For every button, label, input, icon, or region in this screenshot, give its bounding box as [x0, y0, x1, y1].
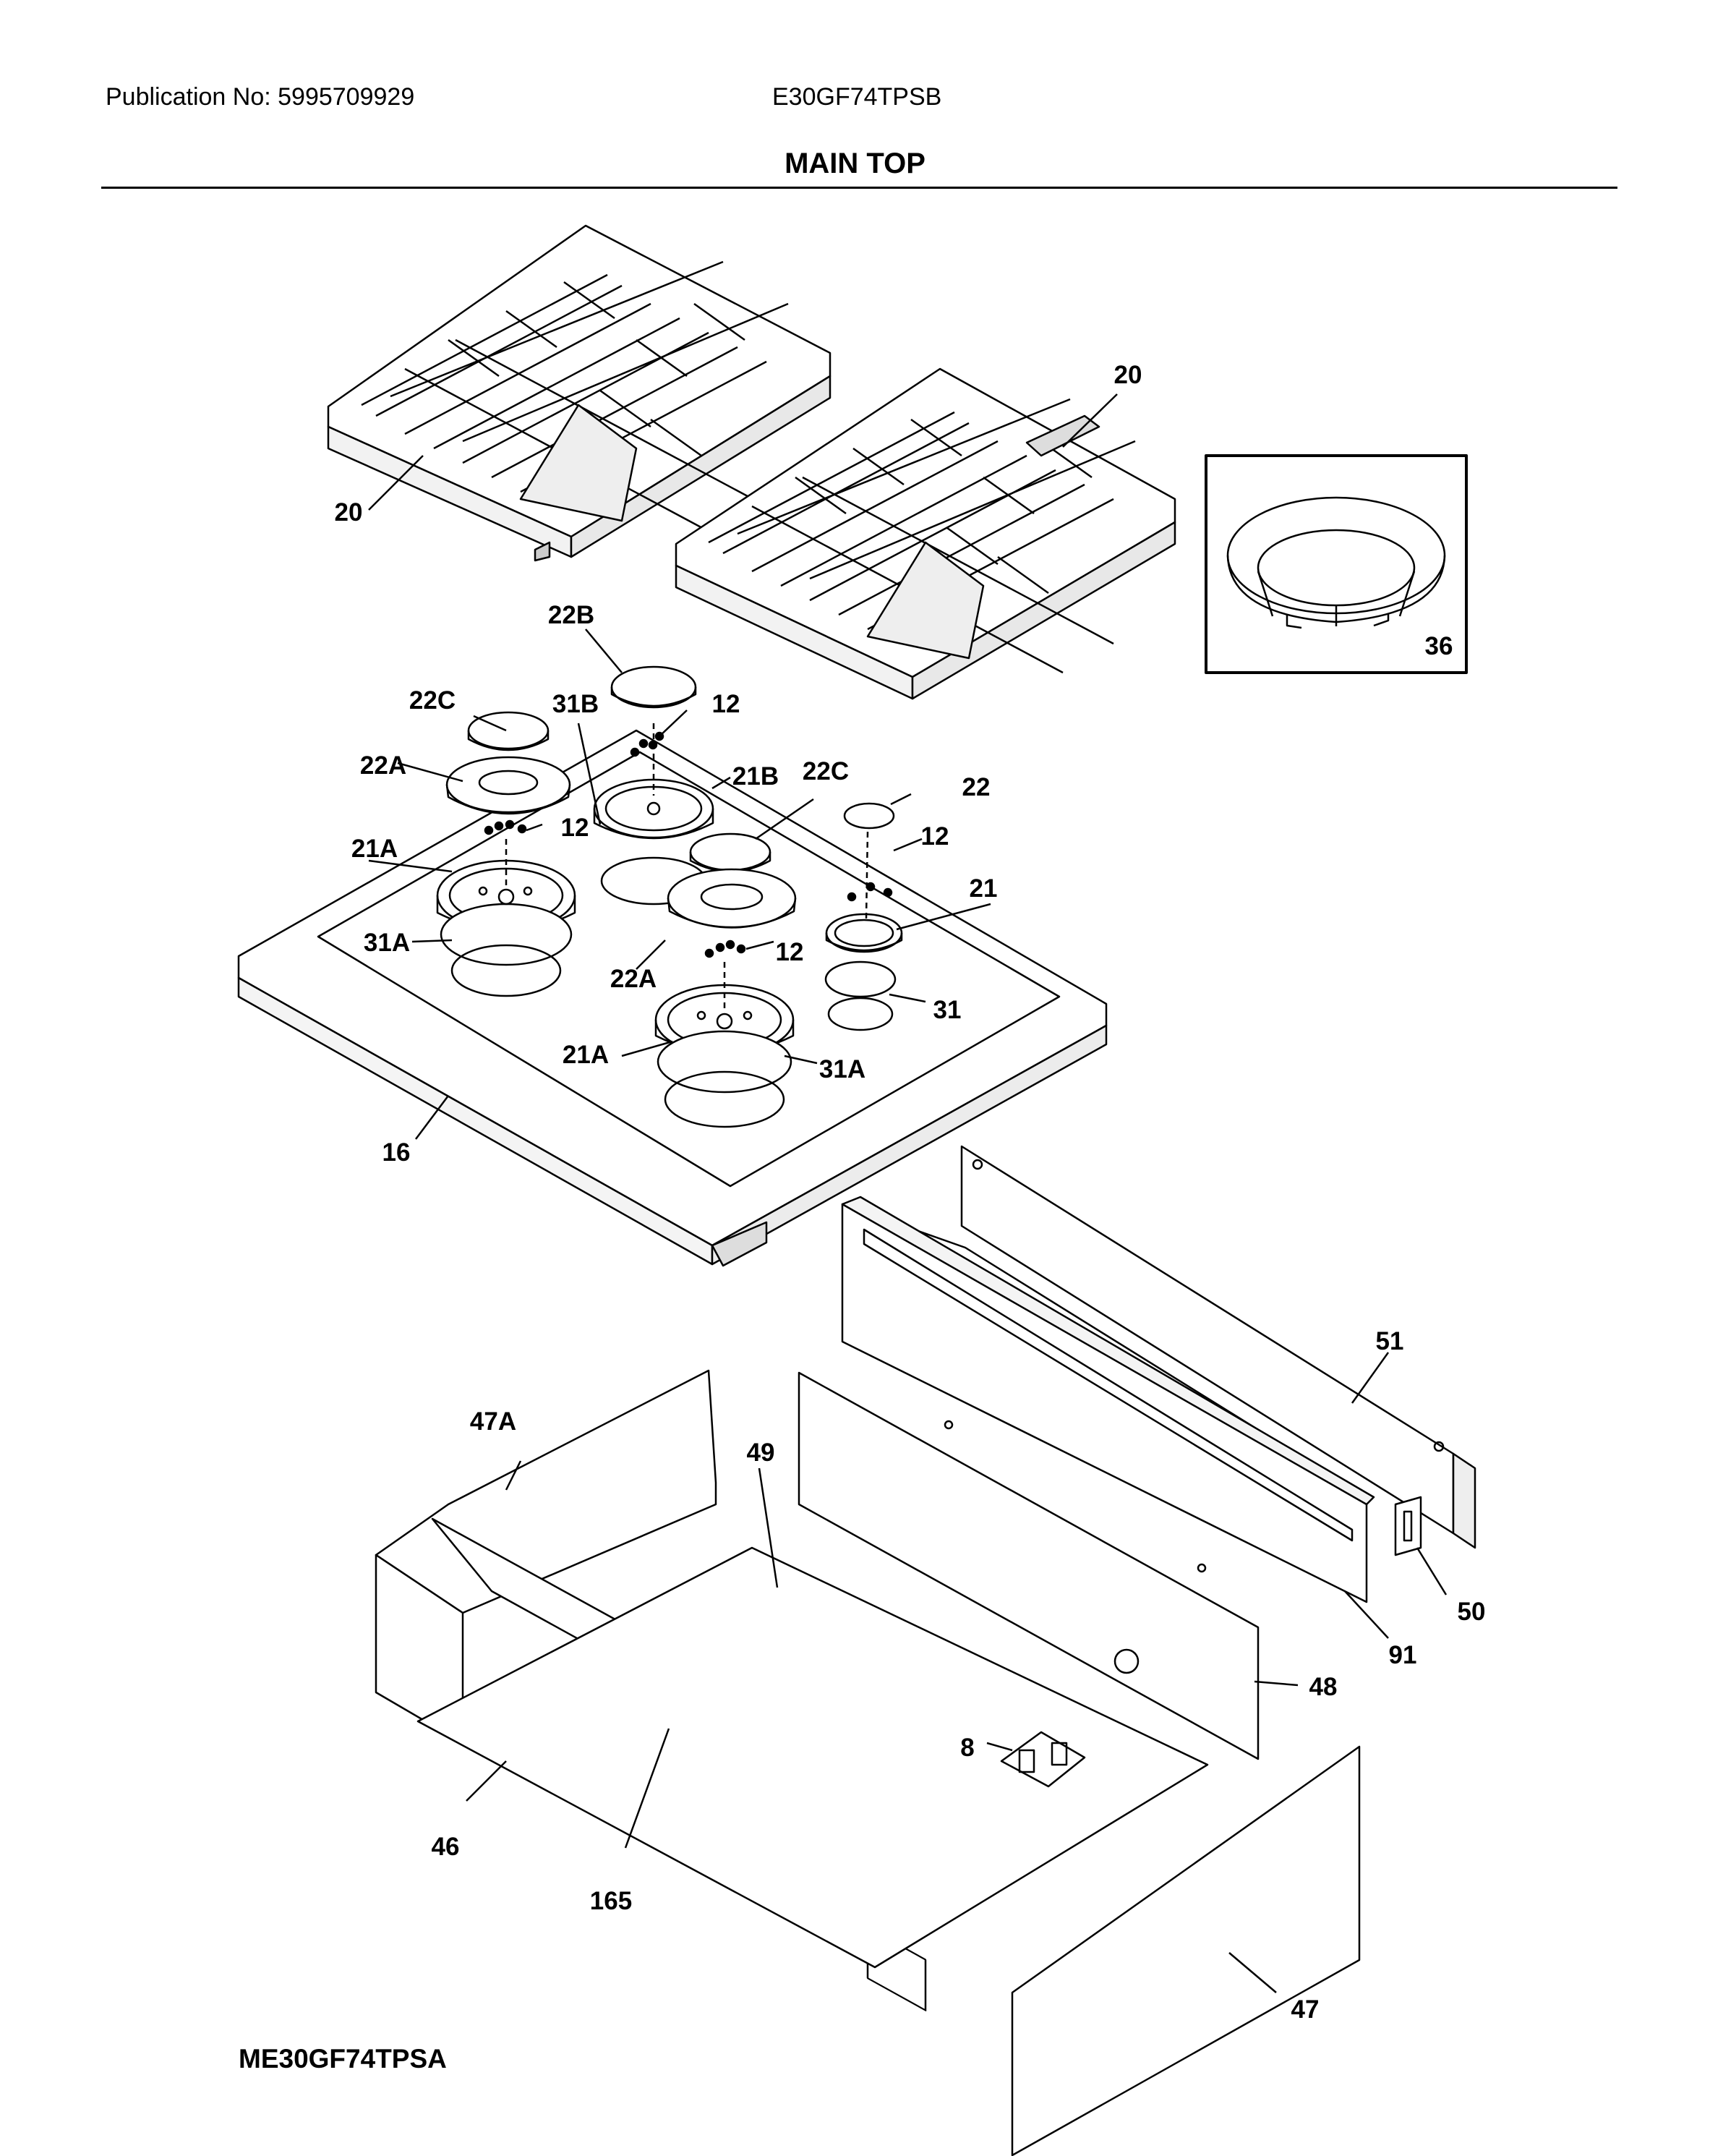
callout-165: 165: [590, 1887, 632, 1915]
callout-20-left: 20: [335, 498, 363, 527]
footer-model-code: ME30GF74TPSA: [239, 2044, 447, 2074]
inset-box-ring: [1205, 454, 1468, 674]
callout-47: 47: [1291, 1995, 1320, 2024]
leader-lines: [368, 393, 1448, 1993]
burner-left-front: [436, 839, 576, 997]
callout-21: 21: [970, 874, 998, 903]
burner-right: [824, 802, 903, 1031]
screws-12: [484, 731, 893, 958]
front-panel-47: [1011, 1745, 1361, 2156]
callout-21a-left: 21A: [351, 835, 398, 863]
callout-22: 22: [962, 773, 991, 801]
callout-36: 36: [1425, 632, 1453, 660]
callout-31a-front: 31A: [819, 1055, 865, 1083]
callout-47a: 47A: [470, 1407, 516, 1436]
callout-16: 16: [382, 1138, 411, 1167]
callout-20-right: 20: [1114, 361, 1142, 389]
section-title: MAIN TOP: [785, 148, 925, 179]
callout-51: 51: [1376, 1327, 1404, 1355]
callout-12-d: 12: [776, 938, 804, 966]
callout-31: 31: [933, 996, 962, 1024]
callout-46: 46: [432, 1833, 460, 1861]
burner-front-center: [654, 962, 795, 1128]
header-rule: [101, 187, 1617, 189]
callout-22b: 22B: [548, 601, 594, 629]
backguard-panel-51: [960, 1145, 1476, 1549]
callout-50: 50: [1458, 1598, 1486, 1626]
callout-12-b: 12: [561, 814, 589, 842]
callout-21b: 21B: [732, 762, 779, 791]
callout-31b: 31B: [552, 690, 599, 718]
burner-center: [667, 832, 797, 929]
burner-left-rear: [445, 711, 571, 815]
burner-rear-center: [593, 665, 714, 906]
callout-22c-mid: 22C: [803, 757, 849, 785]
callout-22c-left: 22C: [409, 686, 456, 715]
callout-91: 91: [1389, 1641, 1417, 1669]
callout-12-a: 12: [712, 690, 740, 718]
callout-8: 8: [960, 1734, 974, 1762]
igniter-module-8: [1000, 1731, 1086, 1788]
backguard-panel-91: [841, 1196, 1375, 1603]
callout-labels: 20 20 36 22B 22C 22C 22A 22A 22 31B 12 1…: [335, 361, 1486, 2024]
callout-49: 49: [747, 1439, 775, 1467]
callout-12-c: 12: [921, 822, 949, 851]
model-number: E30GF74TPSB: [772, 83, 942, 111]
grate-left: [327, 224, 832, 562]
bracket-50: [1394, 1496, 1422, 1556]
bottom-plate-46: [416, 1546, 1209, 1969]
callout-21a-front: 21A: [563, 1041, 609, 1069]
callout-22a-mid: 22A: [610, 965, 657, 993]
callout-48: 48: [1309, 1673, 1338, 1701]
callout-31a-left: 31A: [364, 929, 410, 957]
publication-number: Publication No: 5995709929: [106, 83, 415, 111]
cooktop-main-top: [237, 729, 1108, 1267]
callout-22a-left: 22A: [360, 751, 406, 780]
grate-right: [675, 367, 1176, 700]
